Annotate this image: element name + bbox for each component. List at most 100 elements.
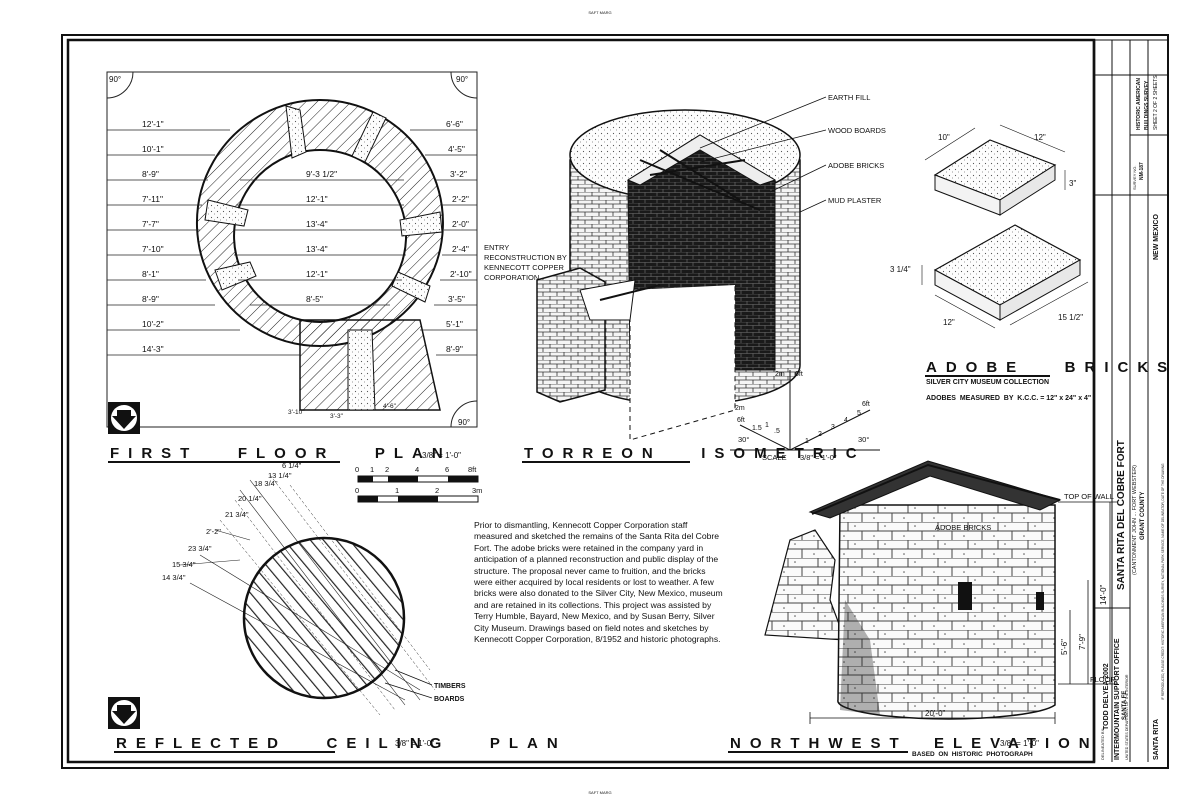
ceiling-label-timbers: TIMBERS [434,683,466,690]
first-floor-right-dim-9: 5'-1" [446,319,463,329]
adobe-bottom-dim-height: 3 1/4" [890,265,911,274]
torreon-label-earth-fill: EARTH FILL [828,93,870,102]
title-delineated-label: DELINEATED BY: [1100,728,1105,760]
bar-scale-m-1: 1 [395,486,399,495]
title-place: SANTA RITA [1153,719,1160,760]
title-habs: HISTORIC AMERICAN [1136,78,1142,130]
bottom-margin-mark: SAFT MARG [588,790,611,795]
iso-scale-tick-4: 4 [844,417,848,424]
title-block [1092,40,1168,762]
bar-scale-m-0: 0 [355,486,359,495]
first-floor-right-dim-7: 2'-10" [450,269,472,279]
first-floor-plan-scale: 3/8" = 1'-0" [422,451,461,460]
iso-scale-tick-1: 1 [805,438,809,445]
first-floor-bottom-dim-1: 3'-10" [288,409,305,416]
first-floor-corner-tr: 90° [456,75,468,84]
title-aka: (CANTONMENT JOHN ... FORT WEBSTER) [1132,465,1138,575]
first-floor-left-dim-7: 8'-1" [142,269,159,279]
reflected-ceiling-plan-scale: 3/8" = 1'-0" [395,739,434,748]
first-floor-right-dim-3: 3'-2" [450,169,467,179]
bar-scale-ft-2: 2 [385,465,389,474]
iso-scale-tick-2: 2 [818,431,822,438]
title-delineator: TODD DELYEA 2002 [1103,663,1110,730]
ceiling-dim-7: 23 3/4" [188,544,212,553]
first-floor-right-dim-8: 3'-5" [448,294,465,304]
first-floor-right-dim-2: 4'-5" [448,144,465,154]
top-margin-mark: SAFT MARG [588,10,611,15]
northwest-elevation-based-on: BASED ON HISTORIC PHOTOGRAPH [912,751,1033,758]
elevation-top-of-wall: TOP OF WALL [1064,492,1114,501]
adobe-bricks-title: ADOBE BRICKS [926,359,1176,376]
iso-scale-angle-left: 30° [738,435,749,444]
first-floor-center-dim-6: 8'-5" [306,294,323,304]
first-floor-left-dim-1: 12'-1" [142,119,164,129]
ceiling-dim-5: 21 3/4" [225,510,249,519]
northwest-elevation-title: NORTHWEST ELEVATION [730,735,1099,752]
title-survey-no: NM-187 [1139,162,1145,180]
first-floor-plan-title: FIRST FLOOR PLAN [110,445,452,462]
bar-scale-ft-4: 4 [415,465,419,474]
title-state: NEW MEXICO [1153,214,1160,260]
first-floor-center-dim-2: 12'-1" [306,194,328,204]
first-floor-corner-tl: 90° [109,75,121,84]
iso-scale-2m-vertical: 2m [775,371,785,378]
first-floor-right-dim-6: 2'-4" [452,244,469,254]
adobe-top-dim-width: 10" [938,133,950,142]
title-project: SANTA RITA DEL COBRE FORT [1116,440,1127,590]
iso-scale-tick-m-1: .5 [774,428,780,435]
elevation-dim-14ft: 14'-0" [1099,584,1108,605]
entry-note-line-4: CORPORATION [484,273,539,282]
adobe-bottom-dim-length: 15 1/2" [1058,313,1083,322]
iso-scale-tick-3: 3 [831,424,835,431]
elevation-dim-5ft6: 5'-6" [1060,639,1069,655]
iso-scale-tick-5: 5 [857,410,861,417]
entry-note-line-3: KENNECOTT COPPER [484,263,564,272]
first-floor-left-dim-5: 7'-7" [142,219,159,229]
bar-scale-ft-8: 8ft [468,465,477,474]
adobe-bricks-drawing [921,124,1089,329]
first-floor-center-dim-3: 13'-4" [306,219,328,229]
iso-scale-label: SCALE [762,453,787,462]
adobe-top-dim-length: 12" [1034,133,1046,142]
ceiling-dim-9: 14 3/4" [162,573,186,582]
iso-scale-angle-right: 30° [858,435,869,444]
first-floor-right-dim-5: 2'-0" [452,219,469,229]
first-floor-plan [106,71,478,434]
iso-scale-2m-left: 2m [735,405,745,412]
ceiling-label-boards: BOARDS [434,696,465,703]
ceiling-dim-3: 18 3/4" [254,479,278,488]
title-credit: IF REPRODUCED, PLEASE CREDIT: HISTORIC A… [1161,463,1165,700]
ceiling-dim-1: 6 1/4" [282,461,302,470]
northwest-elevation-scale: 3/8" = 1'-0" [1000,739,1039,748]
title-county: GRANT COUNTY [1140,492,1146,540]
torreon-isometric-drawing [536,96,880,451]
first-floor-left-dim-8: 8'-9" [142,294,159,304]
ceiling-dim-6: 2'-2" [206,527,221,536]
title-office: INTERMOUNTAIN SUPPORT OFFICE [1114,638,1121,760]
reflected-ceiling-plan-title: REFLECTED CEILING PLAN [116,735,567,752]
iso-scale-6ft-vertical: 6ft [795,371,803,378]
torreon-label-mud-plaster: MUD PLASTER [828,196,882,205]
first-floor-center-dim-1: 9'-3 1/2" [306,169,337,179]
elevation-dim-7ft9: 7'-9" [1078,634,1087,650]
bar-scale-ft-6: 6 [445,465,449,474]
bar-scale-ft-0: 0 [355,465,359,474]
title-city: SANTA FE [1122,691,1128,720]
title-sheet: SHEET 2 OF 2 SHEETS [1153,75,1159,130]
entry-note-line-1: ENTRY [484,243,509,252]
iso-scale-6ft-right: 6ft [862,401,870,408]
adobe-top-dim-height: 3" [1069,179,1076,188]
adobe-bottom-dim-width: 12" [943,318,955,327]
first-floor-bottom-dim-2: 3'-3" [330,413,344,420]
elevation-adobe-bricks: ADOBE BRICKS [935,523,991,532]
first-floor-center-dim-4: 13'-4" [306,244,328,254]
bar-scale-m-3: 3m [472,486,482,495]
first-floor-left-dim-9: 10'-2" [142,319,164,329]
ceiling-dim-2: 13 1/4" [268,471,292,480]
reflected-ceiling-plan-drawing [108,474,436,729]
first-floor-left-dim-6: 7'-10" [142,244,164,254]
first-floor-center-dim-5: 12'-1" [306,269,328,279]
first-floor-right-dim-1: 6'-6" [446,119,463,129]
elevation-floor: FLOOR [1090,675,1116,684]
